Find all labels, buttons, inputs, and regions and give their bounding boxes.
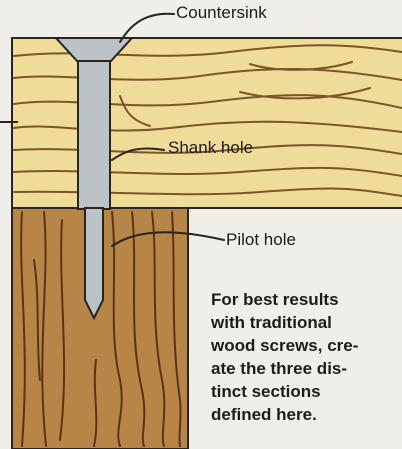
caption-line: wood screws, cre-	[211, 334, 401, 357]
pilot-hole-label: Pilot hole	[226, 230, 296, 250]
caption: For best results with traditional wood s…	[211, 288, 401, 426]
caption-line: with traditional	[211, 311, 401, 334]
shank-hole-label: Shank hole	[168, 138, 253, 158]
shank-hole-shape	[78, 61, 110, 209]
caption-line: tinct sections	[211, 380, 401, 403]
pilot-hole-shape	[85, 208, 103, 318]
top-board	[12, 38, 402, 208]
caption-line: defined here.	[211, 403, 401, 426]
countersink-label: Countersink	[176, 3, 267, 23]
caption-line: For best results	[211, 288, 401, 311]
caption-line: ate the three dis-	[211, 357, 401, 380]
